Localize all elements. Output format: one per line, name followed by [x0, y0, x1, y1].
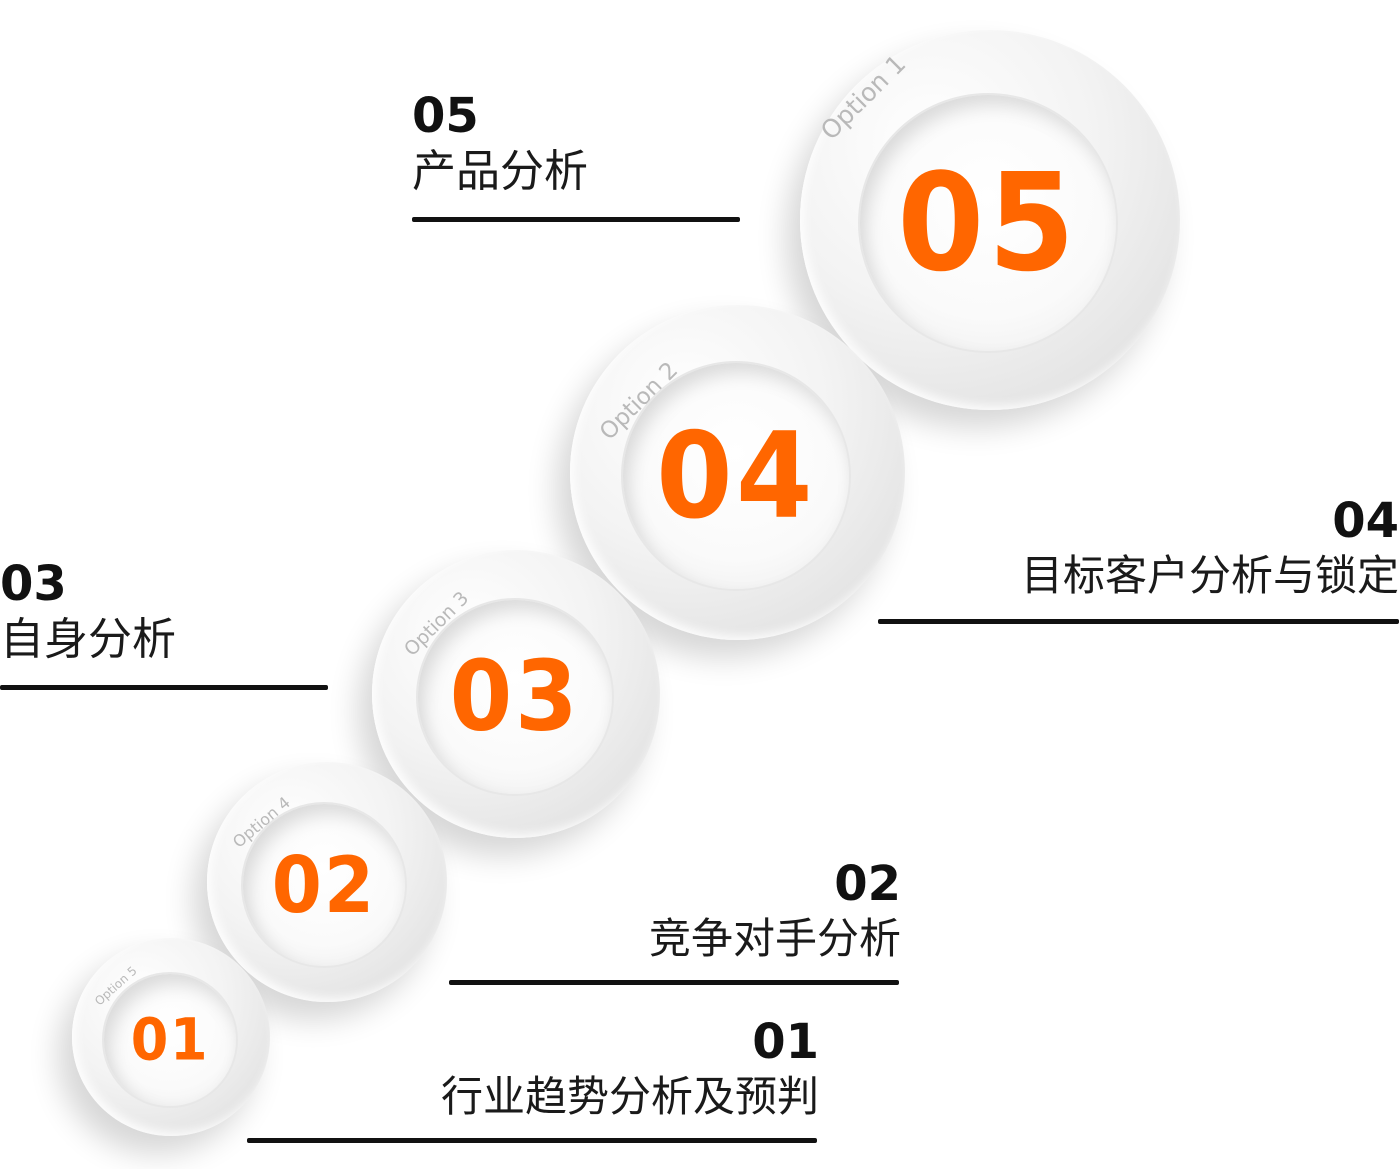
step-underline [0, 684, 328, 690]
step-underline [247, 1138, 817, 1144]
option-label: Option 1 [815, 49, 912, 146]
step-label-text: 行业趋势分析及预判 [440, 1072, 819, 1121]
step-circle-03: Option 3 03 [372, 550, 660, 838]
step-circle-inner: 02 [243, 804, 405, 966]
step-number: 04 [656, 406, 816, 546]
step-circle-inner: 04 [623, 363, 849, 589]
step-label-number: 02 [834, 856, 901, 912]
step-circle-02: Option 4 02 [207, 762, 447, 1002]
step-label-text: 竞争对手分析 [648, 914, 901, 963]
step-circle-inner: 03 [418, 600, 612, 794]
step-label-text: 自身分析 [0, 614, 176, 665]
step-underline [412, 216, 740, 222]
step-label-number: 01 [752, 1014, 819, 1070]
step-label-04: 04 目标客户分析与锁定 [878, 493, 1399, 625]
step-circle-inner: 01 [104, 974, 236, 1106]
step-label-text: 目标客户分析与锁定 [1020, 551, 1399, 600]
step-circle-01: Option 5 01 [72, 938, 270, 1136]
step-label-01: 01 行业趋势分析及预判 [247, 1014, 819, 1144]
step-label-number: 04 [1332, 493, 1399, 549]
step-circle-05: Option 1 05 [800, 30, 1180, 410]
step-label-03: 03 自身分析 [0, 560, 330, 690]
step-label-05: 05 产品分析 [412, 92, 742, 222]
step-underline [449, 980, 899, 986]
step-underline [878, 619, 1399, 625]
step-label-02: 02 竞争对手分析 [449, 856, 901, 986]
step-number: 03 [449, 639, 581, 754]
step-number: 01 [130, 1005, 210, 1074]
step-label-text: 产品分析 [412, 146, 588, 197]
step-circle-inner: 05 [860, 95, 1116, 351]
step-label-number: 03 [0, 556, 67, 612]
step-number: 05 [897, 144, 1079, 302]
step-number: 02 [271, 839, 377, 931]
step-label-number: 05 [412, 88, 479, 144]
step-circle-04: Option 2 04 [570, 305, 905, 640]
